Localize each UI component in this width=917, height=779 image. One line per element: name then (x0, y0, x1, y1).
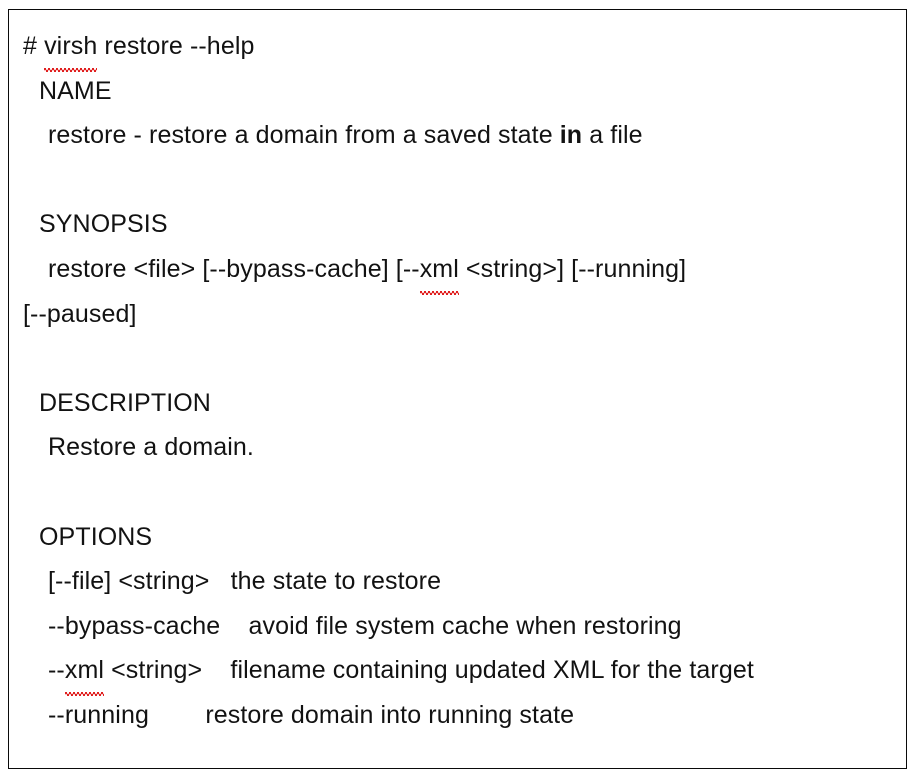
help-output-body: # virsh restore --help NAME restore - re… (9, 10, 906, 768)
name-text-bold: in (559, 121, 583, 150)
option-row-bypass-cache: --bypass-cache avoid file system cache w… (23, 604, 900, 649)
section-heading-options: OPTIONS (39, 522, 153, 551)
name-text-post: a file (582, 121, 643, 150)
option-flag-file: [--file] <string> (48, 567, 210, 596)
synopsis-xml-misspelled: xml (419, 247, 460, 295)
option-row-running: --running restore domain into running st… (23, 693, 900, 738)
option-flag-xml-misspelled: xml (64, 648, 105, 696)
command-name-misspelled: virsh (44, 24, 98, 72)
option-description-xml: filename containing updated XML for the … (230, 656, 754, 685)
option-description-bypass-cache: avoid file system cache when restoring (248, 611, 682, 640)
option-gap-xml (202, 656, 230, 684)
section-name-line-1: restore - restore a domain from a saved … (23, 113, 900, 158)
command-arguments: restore --help (97, 32, 255, 60)
section-description-line-1: Restore a domain. (48, 433, 254, 462)
option-row-file: [--file] <string> the state to restore (23, 559, 900, 604)
section-synopsis-line-1: restore <file> [--bypass-cache] [--xml <… (23, 247, 900, 295)
synopsis-text-post: <string>] [--running] (458, 254, 687, 283)
prompt-symbol: # (23, 32, 38, 60)
option-gap-file (209, 567, 230, 595)
section-synopsis-line-2: [--paused] (23, 299, 137, 328)
synopsis-text-pre: restore <file> [--bypass-cache] [-- (48, 254, 420, 283)
option-row-xml: --xml <string> filename containing updat… (23, 648, 900, 696)
command-prompt-line: # virsh restore --help (23, 24, 900, 72)
spacer-after-description (23, 470, 900, 515)
spacer-after-name (23, 158, 900, 203)
option-flag-running: --running (48, 700, 149, 729)
help-output-frame: # virsh restore --help NAME restore - re… (8, 9, 907, 769)
section-heading-synopsis: SYNOPSIS (39, 210, 168, 239)
option-gap-bypass-cache (220, 612, 248, 640)
prompt-space (37, 32, 44, 60)
option-description-file: the state to restore (230, 567, 442, 596)
section-heading-name: NAME (39, 76, 112, 105)
option-description-running: restore domain into running state (205, 700, 575, 729)
option-flag-bypass-cache: --bypass-cache (48, 611, 221, 640)
spacer-after-synopsis (23, 336, 900, 381)
section-heading-description: DESCRIPTION (39, 388, 211, 417)
option-gap-running (149, 701, 205, 729)
option-flag-xml-pre: -- (48, 656, 65, 685)
name-text-pre: restore - restore a domain from a saved … (48, 121, 560, 150)
option-flag-xml-post: <string> (104, 656, 203, 685)
